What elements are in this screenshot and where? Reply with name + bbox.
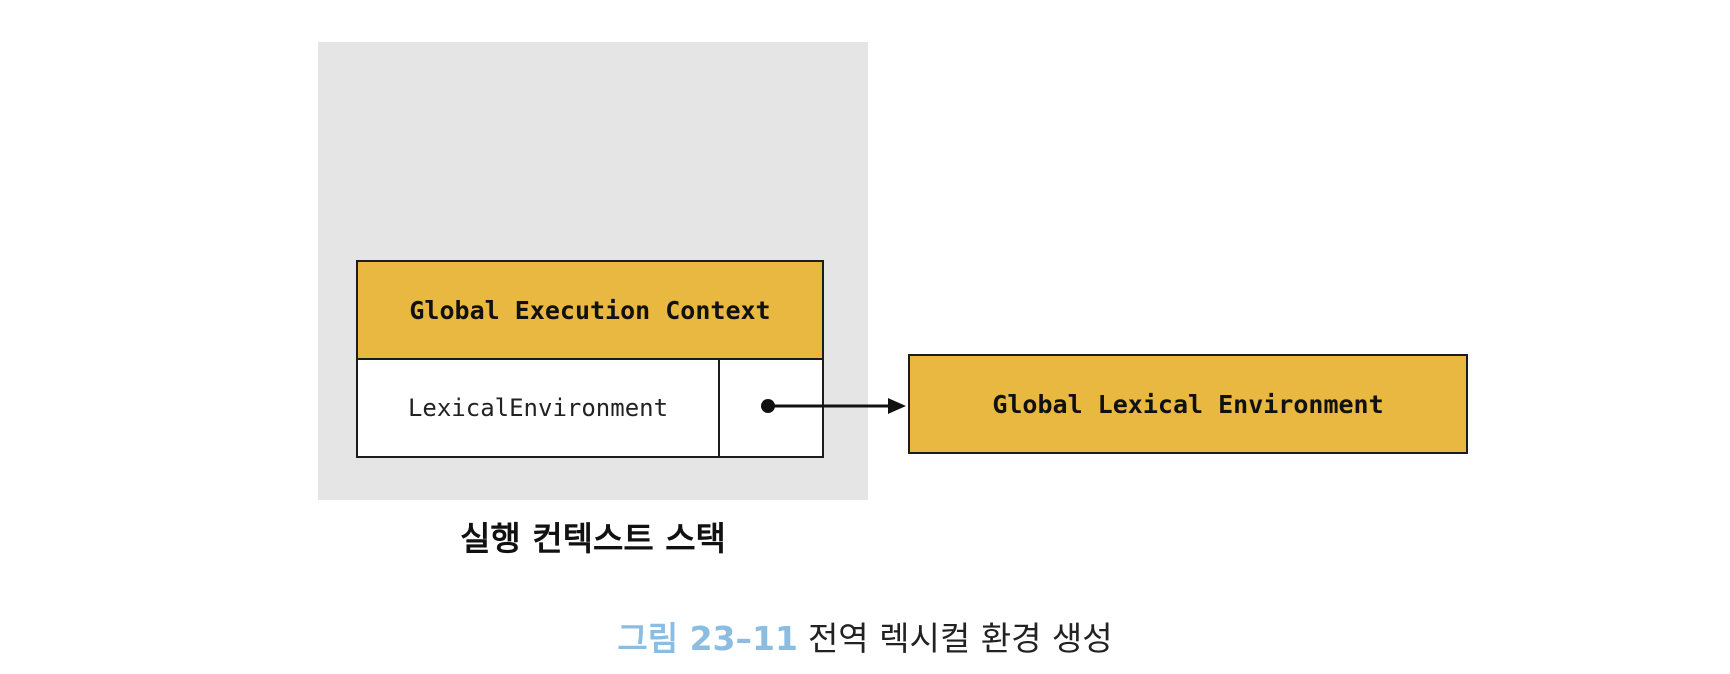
caption-figure-prefix: 그림 23–11 bbox=[617, 619, 798, 658]
lexical-environment-label: LexicalEnvironment bbox=[407, 394, 669, 422]
global-execution-context-header: Global Execution Context bbox=[358, 262, 822, 360]
caption-figure-number: 23–11 bbox=[689, 619, 798, 658]
lexical-environment-row: LexicalEnvironment bbox=[358, 360, 822, 456]
caption-figure-word: 그림 bbox=[617, 619, 679, 658]
stack-label: 실행 컨텍스트 스택 bbox=[460, 519, 726, 558]
pointer-cell bbox=[720, 360, 822, 456]
cell-divider bbox=[718, 360, 720, 456]
arrow-head bbox=[888, 398, 906, 414]
global-execution-context-box: Global Execution Context LexicalEnvironm… bbox=[356, 260, 824, 458]
global-lexical-environment-box: Global Lexical Environment bbox=[908, 354, 1468, 454]
caption-text: 전역 렉시컬 환경 생성 bbox=[807, 619, 1113, 658]
